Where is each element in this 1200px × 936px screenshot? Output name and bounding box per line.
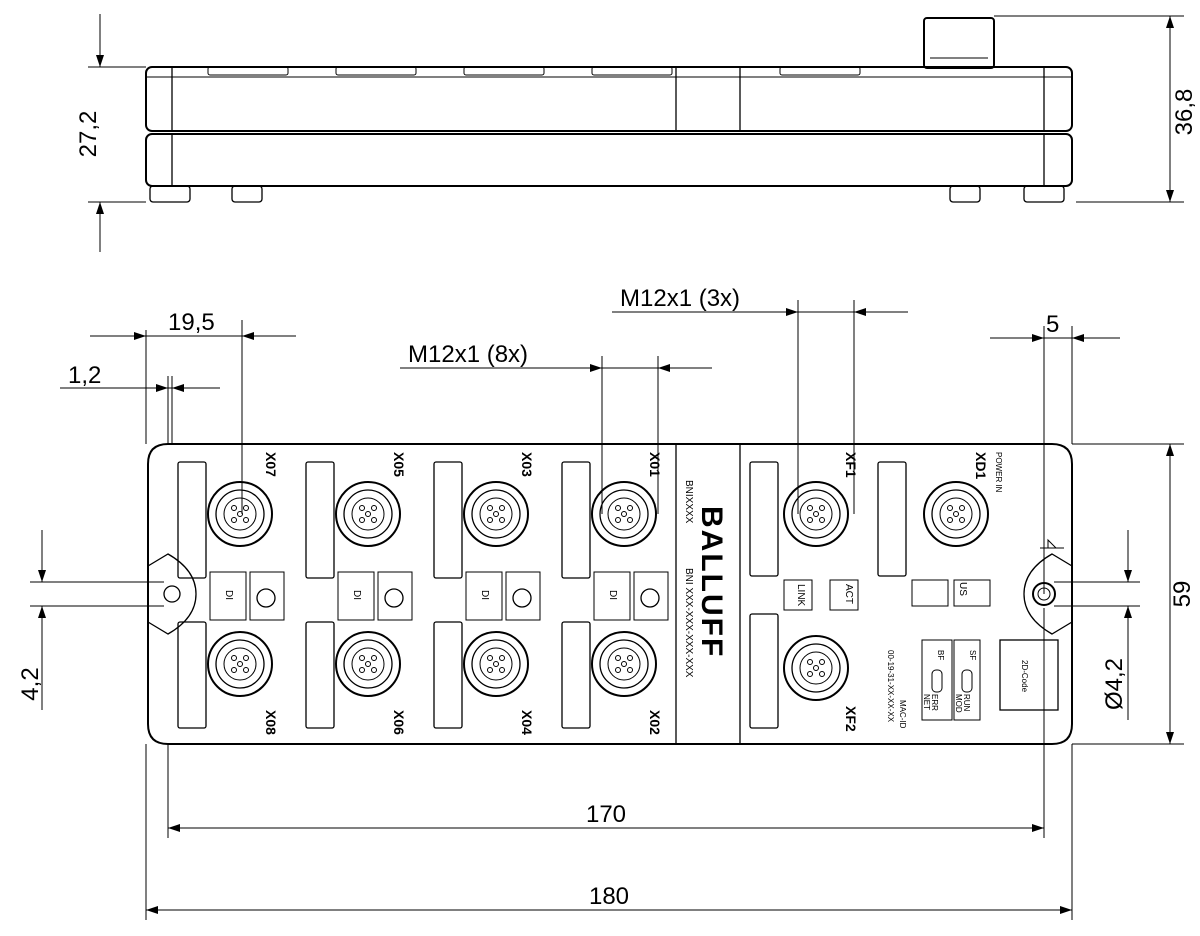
dim-width-total: 180 (589, 883, 629, 910)
act-label: ACT (843, 584, 854, 604)
net-label: NET (922, 694, 931, 710)
connector-symbols (177, 461, 991, 729)
io-connector-top-4 (591, 481, 657, 547)
sf-label: SF (968, 650, 977, 660)
model-label: BNIXXXX (683, 480, 694, 524)
err-label: ERR (930, 694, 939, 711)
port-label-xd1: XD1 (973, 452, 989, 479)
dim-thread-3x: M12x1 (3x) (620, 285, 740, 312)
mod-label: MOD (954, 694, 963, 713)
dim-hole-diameter: Ø4,2 (1101, 658, 1128, 710)
port-label-x03: X03 (519, 452, 535, 477)
di-label-4: DI (607, 590, 618, 600)
model-number: BNI XXX-XXX-XXX-XXX (683, 568, 694, 678)
bf-label: BF (936, 650, 945, 660)
port-label-x04: X04 (519, 710, 535, 735)
side-view: 27,2 36,8 (75, 14, 1198, 252)
io-connector-bottom-3 (463, 631, 529, 697)
io-connector-bottom-4 (591, 631, 657, 697)
dim-height: 59 (1169, 581, 1196, 608)
port-label-x01: X01 (647, 452, 663, 477)
run-label: RUN (962, 694, 971, 712)
port-label-x08: X08 (263, 710, 279, 735)
io-connector-bottom-1 (207, 631, 273, 697)
port-label-x06: X06 (391, 710, 407, 735)
dim-side-height-total: 36,8 (1171, 89, 1198, 136)
port-label-x07: X07 (263, 452, 279, 477)
fieldbus-connector-xf1 (783, 481, 849, 547)
dim-pitch: 19,5 (168, 309, 215, 336)
io-connector-top-1 (207, 481, 273, 547)
code-label: 2D-Code (1020, 660, 1029, 693)
power-connector-xd1 (923, 481, 989, 547)
brand-logo: BALLUFF (695, 506, 728, 658)
top-view: X07 X05 X03 X01 X08 X06 X04 X02 DI DI DI… (147, 443, 1073, 745)
us-label: US (957, 582, 968, 596)
di-label-2: DI (351, 590, 362, 600)
dim-width-inner: 170 (586, 801, 626, 828)
dim-hole-offset: 4,2 (17, 667, 44, 700)
fieldbus-connector-xf2 (783, 635, 849, 701)
io-connector-top-2 (335, 481, 401, 547)
dim-thread-8x: M12x1 (8x) (408, 341, 528, 368)
dim-offset: 1,2 (68, 362, 101, 389)
dim-edge: 5 (1046, 311, 1059, 338)
di-label-1: DI (223, 590, 234, 600)
dimensions: 19,5 1,2 M12x1 (8x) M12x1 (3x) 5 (17, 285, 1196, 920)
port-label-xf1: XF1 (843, 452, 859, 478)
io-connector-top-3 (463, 481, 529, 547)
io-connector-bottom-2 (335, 631, 401, 697)
mac-id-value: 00-19-31-XX-XX-XX (886, 650, 895, 723)
link-label: LINK (795, 584, 806, 607)
power-in-label: POWER IN (994, 452, 1003, 493)
di-label-3: DI (479, 590, 490, 600)
mac-id-label: MAC-ID (898, 700, 907, 729)
port-label-xf2: XF2 (843, 706, 859, 732)
dim-side-height-body: 27,2 (75, 111, 102, 158)
port-label-x02: X02 (647, 710, 663, 735)
port-label-x05: X05 (391, 452, 407, 477)
